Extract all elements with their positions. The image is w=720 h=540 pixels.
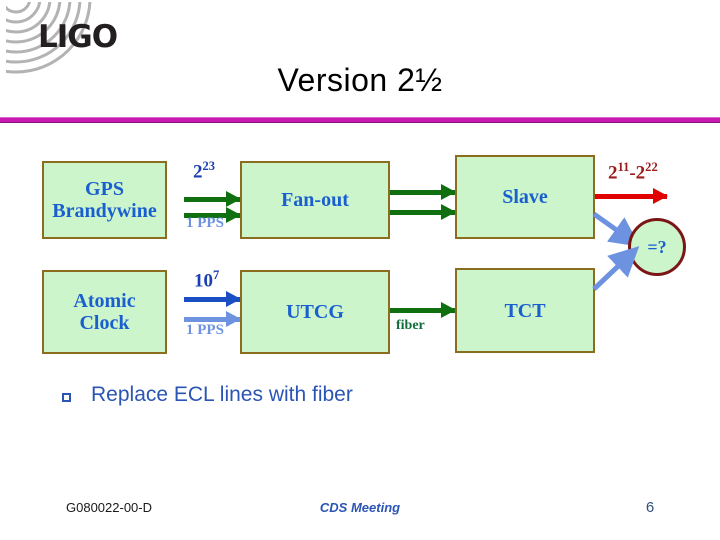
label-2-pow-11-to-2-pow-22: 211-222 xyxy=(608,160,658,184)
box-slave-label: Slave xyxy=(502,186,548,208)
label-1-pps-atomic: 1 PPS xyxy=(186,322,224,338)
label-fiber: fiber xyxy=(396,318,425,333)
arrow-shaft xyxy=(184,317,240,322)
arrow-shaft xyxy=(595,194,667,199)
box-fan-out[interactable]: Fan-out xyxy=(240,161,390,239)
label-exponent: 23 xyxy=(202,159,216,173)
box-fan-out-label: Fan-out xyxy=(281,189,349,211)
arrow-head xyxy=(653,188,668,204)
footer-document-id: G080022-00-D xyxy=(66,500,152,515)
arrow-head xyxy=(441,184,456,200)
arrow-slave-output xyxy=(595,188,668,204)
box-tct[interactable]: TCT xyxy=(455,268,595,353)
box-atomic-line1: Atomic xyxy=(73,290,136,312)
arrow-head xyxy=(226,291,241,307)
ligo-logo: LIGO xyxy=(6,2,196,74)
box-gps-line1: GPS xyxy=(85,178,124,200)
box-gps-label: GPS Brandywine xyxy=(52,178,156,222)
label-2-pow-23: 223 xyxy=(193,159,215,183)
label-exponent-2: 22 xyxy=(645,160,658,174)
arrow-utcg-to-tct xyxy=(390,302,456,318)
arrow-gps-to-fanout-top xyxy=(184,191,241,207)
label-base: 2 xyxy=(193,161,203,183)
footer-page-number: 6 xyxy=(645,499,655,516)
arrow-atomic-to-utcg-top xyxy=(184,291,241,307)
label-base-1: 2 xyxy=(608,162,618,184)
arrow-head xyxy=(441,302,456,318)
box-atomic-line2: Clock xyxy=(79,312,130,334)
arrow-gps-to-fanout-bottom xyxy=(184,207,241,223)
arrow-shaft xyxy=(184,213,240,218)
title-divider xyxy=(0,117,720,123)
box-utcg-label: UTCG xyxy=(286,301,344,323)
ligo-arcs-icon xyxy=(6,2,92,74)
label-exponent: 7 xyxy=(213,268,220,282)
label-base-2: 2 xyxy=(635,162,646,184)
arrow-shaft xyxy=(184,197,240,202)
label-10-pow-7: 107 xyxy=(194,268,219,292)
arrow-shaft xyxy=(390,210,455,215)
arrow-shaft xyxy=(390,190,455,195)
page-title: Version 2½ xyxy=(277,62,443,98)
compare-circle-label: =? xyxy=(647,236,667,257)
arrow-shaft xyxy=(390,308,455,313)
arrow-shaft xyxy=(184,297,240,302)
label-1-pps-gps: 1 PPS xyxy=(186,215,224,231)
box-atomic-clock[interactable]: Atomic Clock xyxy=(42,270,167,354)
arrow-head xyxy=(226,191,241,207)
box-tct-label: TCT xyxy=(504,299,546,322)
label-separator: - xyxy=(629,162,636,184)
bullet-item: Replace ECL lines with fiber xyxy=(62,383,353,407)
box-utcg[interactable]: UTCG xyxy=(240,270,390,354)
arrow-slave-to-compare xyxy=(592,211,641,247)
label-base: 10 xyxy=(194,270,213,292)
arrow-atomic-to-utcg-bottom xyxy=(184,311,241,327)
box-atomic-clock-label: Atomic Clock xyxy=(73,290,135,334)
square-bullet-icon xyxy=(62,392,71,402)
box-gps-brandywine[interactable]: GPS Brandywine xyxy=(42,161,167,239)
footer-meeting: CDS Meeting xyxy=(319,500,401,515)
box-slave[interactable]: Slave xyxy=(455,155,595,239)
arrow-tct-to-compare xyxy=(592,246,640,291)
arrow-head xyxy=(226,311,241,327)
bullet-text: Replace ECL lines with fiber xyxy=(91,383,353,406)
arrow-fanout-to-slave-bottom xyxy=(390,204,456,220)
arrow-fanout-to-slave-top xyxy=(390,184,456,200)
arrow-head xyxy=(226,207,241,223)
arrow-head xyxy=(441,204,456,220)
compare-circle[interactable]: =? xyxy=(628,218,686,276)
box-gps-line2: Brandywine xyxy=(52,200,157,222)
label-exponent-1: 11 xyxy=(617,160,630,174)
ligo-wordmark: LIGO xyxy=(38,19,118,55)
